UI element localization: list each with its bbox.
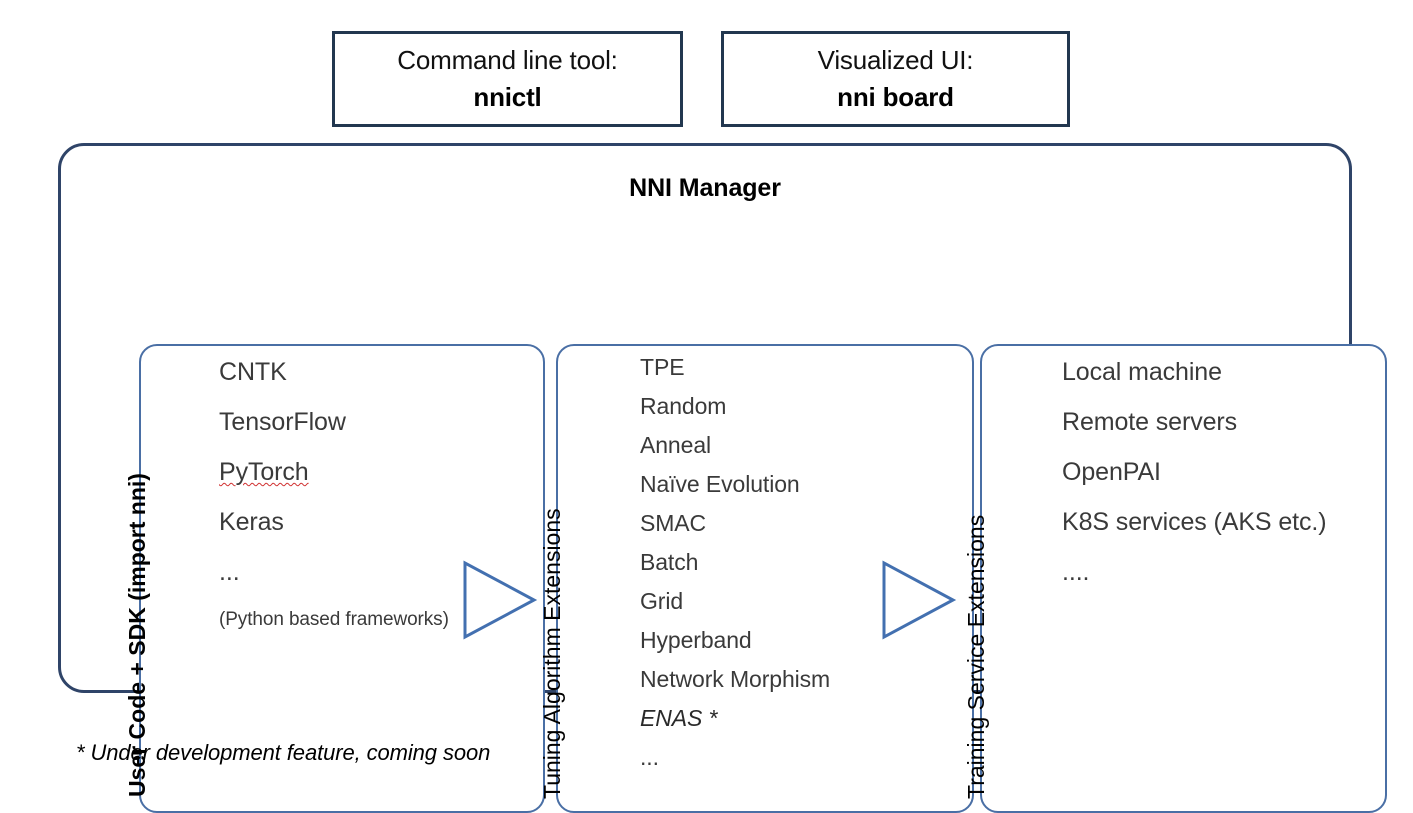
list-item: Naïve Evolution [640, 471, 800, 497]
command-line-tool-box: Command line tool: nnictl [332, 31, 683, 127]
visualized-ui-value: nni board [837, 82, 954, 112]
training-service-list: Local machine Remote servers OpenPAI K8S… [1062, 360, 1377, 610]
list-item: TensorFlow [219, 408, 346, 436]
list-item: Hyperband [640, 627, 752, 653]
panel-training-services-label: Training Service Extensions [963, 514, 989, 799]
list-item: Grid [640, 588, 684, 614]
nni-manager-container: NNI Manager User Code + SDK (import nni)… [58, 143, 1387, 813]
visualized-ui-box: Visualized UI: nni board [721, 31, 1070, 127]
list-item: Network Morphism [640, 666, 831, 692]
panel-tuning-algorithms: Tuning Algorithm Extensions TPE Random A… [539, 344, 974, 813]
list-item: Keras [219, 508, 284, 536]
command-line-tool-value: nnictl [473, 82, 542, 112]
footnote-under-development: * Under development feature, coming soon [76, 740, 491, 765]
list-item: Local machine [1062, 358, 1222, 386]
tuning-algorithm-list: TPE Random Anneal Naïve Evolution SMAC B… [640, 356, 964, 785]
list-item: Remote servers [1062, 408, 1238, 436]
list-item: Batch [640, 549, 699, 575]
list-item: K8S services (AKS etc.) [1062, 508, 1327, 536]
list-item: .... [1062, 558, 1090, 586]
command-line-tool-caption: Command line tool: [397, 45, 618, 76]
panel-tuning-algorithms-label: Tuning Algorithm Extensions [539, 508, 565, 799]
visualized-ui-caption: Visualized UI: [817, 45, 974, 76]
nni-manager-title: NNI Manager [629, 174, 781, 202]
framework-list: CNTK TensorFlow PyTorch Keras ... (Pytho… [219, 360, 535, 654]
list-item: ENAS * [640, 705, 718, 731]
list-item: Anneal [640, 432, 712, 458]
list-item: OpenPAI [1062, 458, 1161, 486]
list-item: (Python based frameworks) [219, 609, 449, 630]
list-item: ... [640, 744, 659, 770]
list-item: Random [640, 393, 727, 419]
list-item: SMAC [640, 510, 707, 536]
list-item: CNTK [219, 358, 287, 386]
panel-training-services: Training Service Extensions Local machin… [963, 344, 1387, 813]
list-item: PyTorch [219, 458, 309, 486]
list-item: ... [219, 558, 240, 586]
list-item: TPE [640, 354, 685, 380]
